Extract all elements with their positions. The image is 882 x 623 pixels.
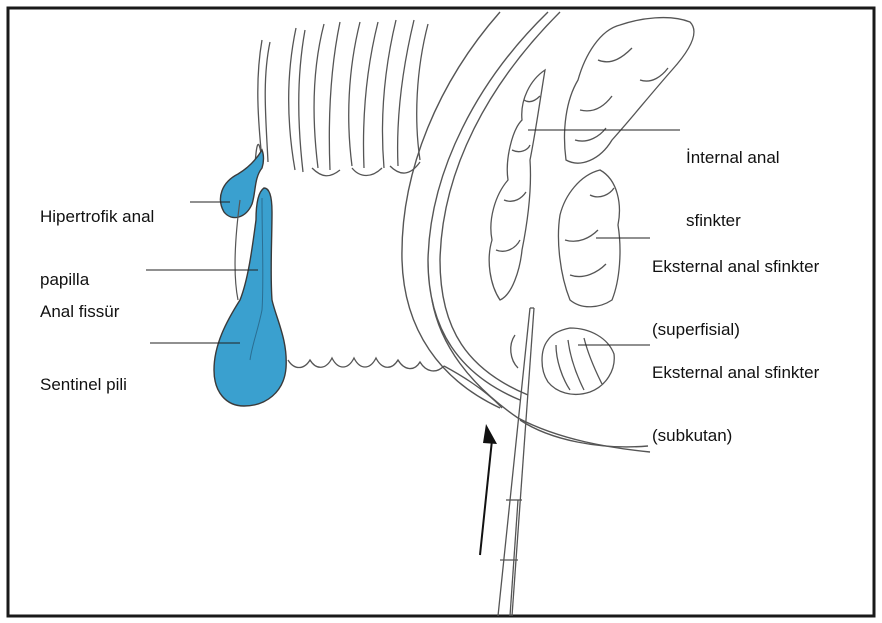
direction-arrow — [480, 424, 497, 555]
internal-sphincter — [489, 70, 545, 300]
anal-canal-wall — [402, 12, 650, 452]
label-external-superficial-line1: Eksternal anal sfinkter — [652, 256, 819, 277]
label-external-subcutaneous: Eksternal anal sfinkter (subkutan) — [652, 320, 819, 488]
label-external-subcutaneous-line1: Eksternal anal sfinkter — [652, 362, 819, 383]
label-sentinel-pile: Sentinel pili — [40, 332, 127, 437]
label-external-subcutaneous-line2: (subkutan) — [652, 425, 819, 446]
dentate-line-scallops — [288, 358, 502, 408]
external-sphincter-upper — [565, 18, 694, 163]
leader-lines — [146, 130, 680, 345]
probe-instrument — [498, 308, 534, 616]
label-internal-sphincter-line1: İnternal anal — [686, 147, 780, 168]
label-sentinel-pile-line1: Sentinel pili — [40, 374, 127, 395]
label-hypertrophic-papilla-line1: Hipertrofik anal — [40, 206, 154, 227]
anal-columns — [255, 20, 428, 176]
anal-fissure — [214, 188, 286, 406]
label-anal-fissure-line1: Anal fissür — [40, 301, 119, 322]
